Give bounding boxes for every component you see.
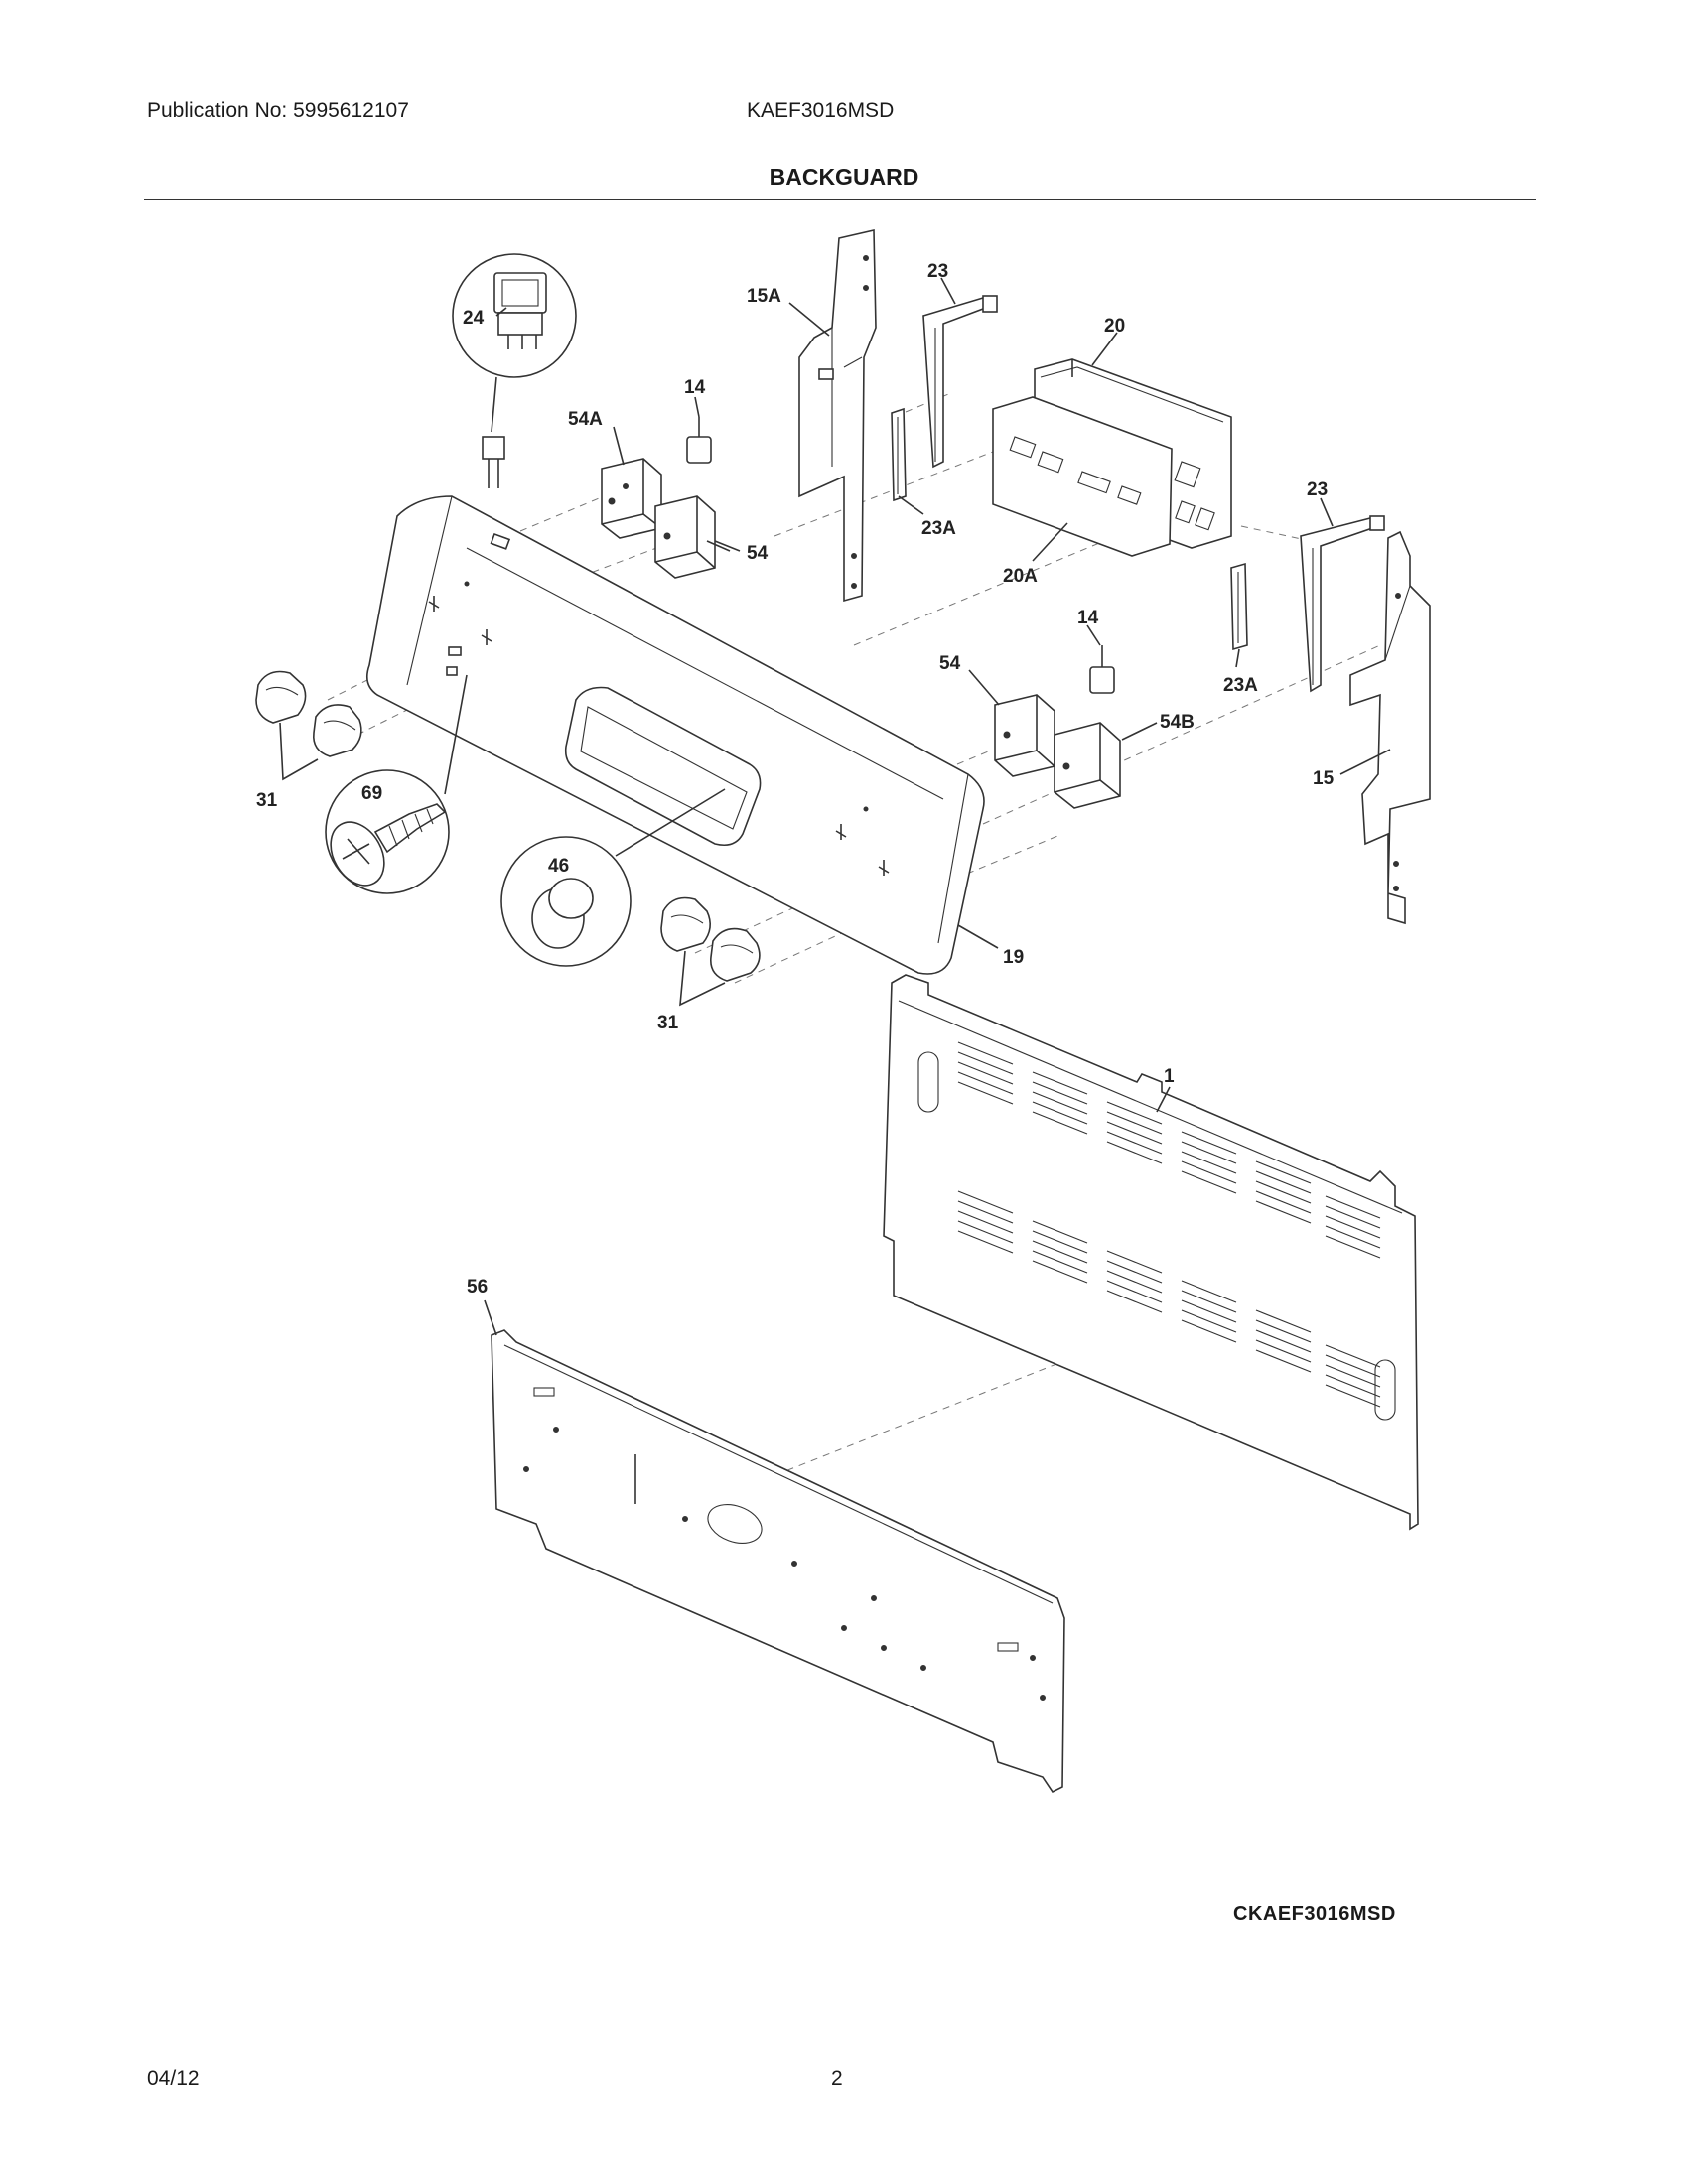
- callout-46: 46: [548, 856, 569, 877]
- part-54-infinite-switch-lower: [994, 694, 1055, 777]
- part-15A-end-bracket-left: [798, 229, 877, 603]
- footer-date: 04/12: [147, 2067, 200, 2090]
- part-20A-overlay: [992, 396, 1173, 557]
- callout-54A: 54A: [568, 409, 603, 430]
- part-69-screw: [325, 674, 468, 894]
- callout-69: 69: [361, 783, 382, 804]
- callout-14-upper: 14: [684, 377, 706, 398]
- part-54-infinite-switch-upper: [654, 495, 741, 579]
- part-23-trim-bracket-upper: [922, 295, 998, 469]
- callout-23A-upper: 23A: [921, 518, 956, 539]
- callout-15: 15: [1313, 768, 1335, 789]
- callout-23-upper: 23: [927, 261, 948, 282]
- page-title: BACKGUARD: [769, 164, 919, 190]
- part-19-console-panel: [366, 495, 985, 975]
- callout-56: 56: [467, 1277, 488, 1297]
- part-14-switch-upper: [686, 417, 712, 464]
- drawing-id: CKAEF3016MSD: [1233, 1903, 1396, 1925]
- callout-labels: 24 15A 23 20 14 54A 54 23A 20A 23 14 54 …: [256, 261, 1335, 1297]
- part-15-end-bracket-right: [1349, 530, 1431, 925]
- callout-54B: 54B: [1160, 712, 1195, 733]
- callout-54-upper: 54: [747, 543, 769, 564]
- part-31-knobs-upper: [255, 670, 362, 781]
- part-54A-infinite-switch: [601, 458, 662, 539]
- callout-24: 24: [463, 308, 485, 329]
- callout-1: 1: [1164, 1066, 1175, 1087]
- part-56-lower-panel: [491, 1329, 1065, 1794]
- callout-31-lower: 31: [657, 1013, 679, 1033]
- part-46-push-button: [500, 788, 726, 967]
- publication-number: Publication No: 5995612107: [147, 99, 409, 122]
- page-number: 2: [831, 2067, 843, 2090]
- part-54B-infinite-switch: [1054, 722, 1121, 809]
- callout-23A-lower: 23A: [1223, 675, 1258, 696]
- part-23A-clip-lower: [1230, 562, 1248, 651]
- callout-20: 20: [1104, 316, 1125, 337]
- part-1-rear-panel: [883, 974, 1419, 1531]
- callout-14-lower: 14: [1077, 608, 1099, 628]
- part-23-trim-bracket-lower: [1300, 515, 1385, 693]
- callout-54-lower: 54: [939, 653, 961, 674]
- callout-15A: 15A: [747, 286, 781, 307]
- part-24-rocker-switch: [452, 253, 577, 488]
- rear-panel-vents: [957, 1041, 1381, 1408]
- callout-19: 19: [1003, 947, 1024, 968]
- model-number: KAEF3016MSD: [747, 99, 895, 122]
- part-14-switch-lower: [1089, 645, 1115, 694]
- callout-31-upper: 31: [256, 790, 278, 811]
- part-31-knobs-lower: [660, 896, 761, 1007]
- header-rule: [144, 199, 1536, 200]
- callout-23-lower: 23: [1307, 479, 1328, 500]
- callout-20A: 20A: [1003, 566, 1038, 587]
- part-23A-clip-upper: [891, 407, 907, 502]
- leader-lines: [484, 277, 1391, 1336]
